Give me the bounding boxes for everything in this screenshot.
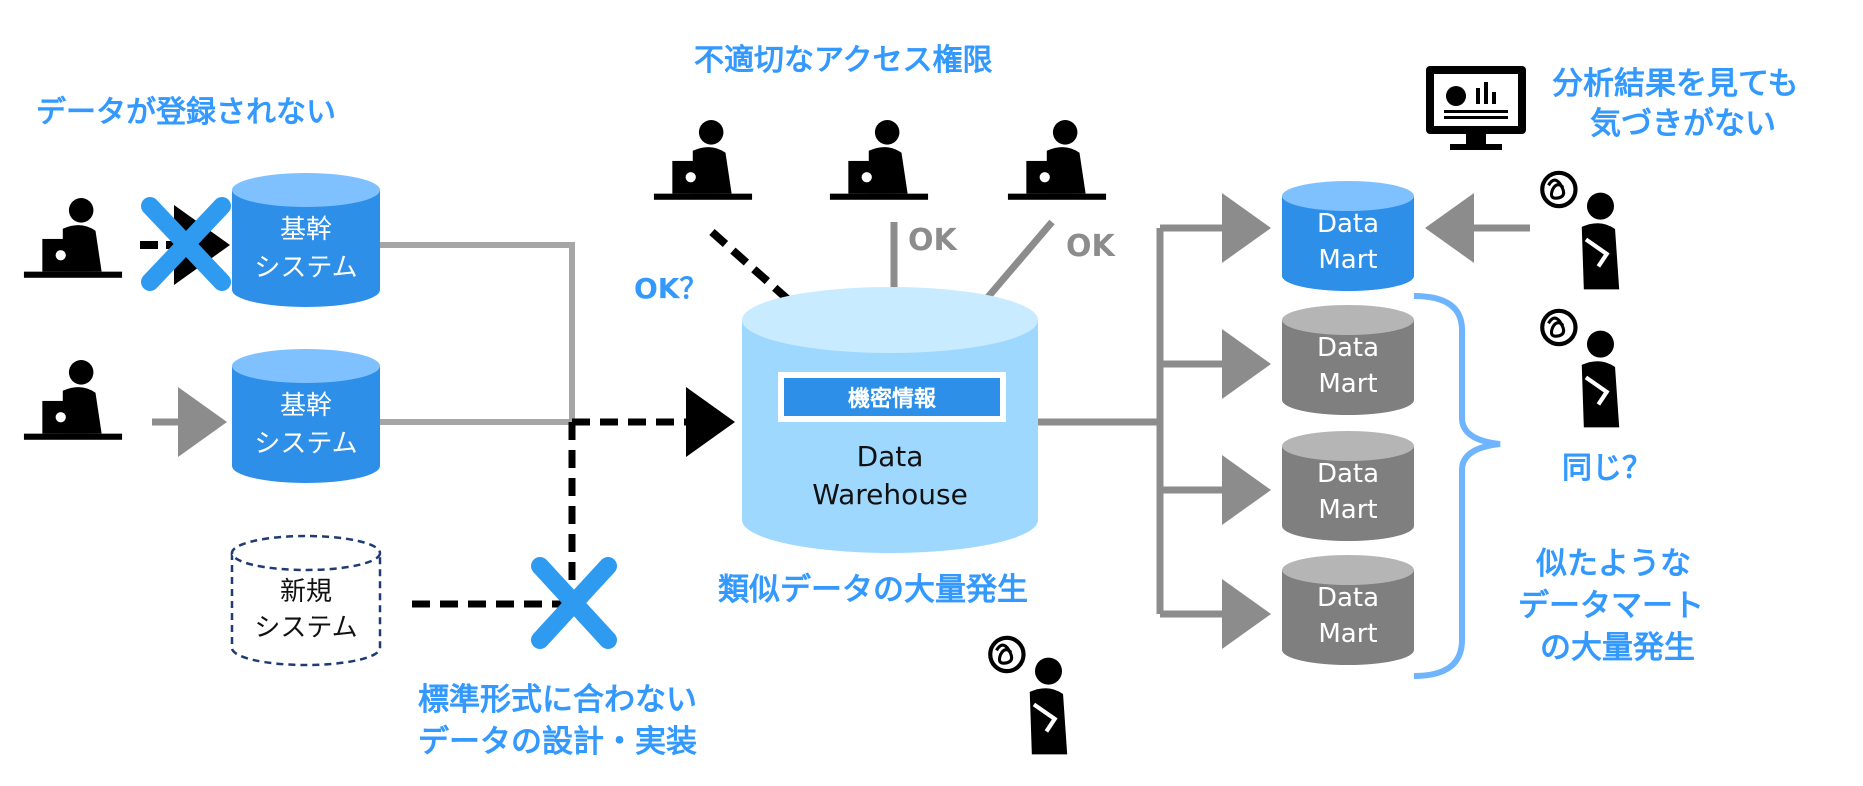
caption-similar-marts-3: の大量発生 bbox=[1540, 630, 1695, 666]
caption-bad-access: 不適切なアクセス権限 bbox=[694, 43, 993, 78]
mart-label: Mart bbox=[1318, 619, 1377, 649]
person-at-laptop-icon bbox=[653, 120, 753, 200]
caption-nonstandard-1: 標準形式に合わない bbox=[418, 682, 697, 718]
system-label: 基幹 bbox=[280, 391, 332, 421]
caption-same-question: 同じ？ bbox=[1562, 451, 1652, 486]
caption-no-insight-1: 分析結果を見ても bbox=[1552, 66, 1798, 102]
data-warehouse-cylinder: 機密情報 Data Warehouse bbox=[742, 287, 1038, 553]
person-at-laptop-icon bbox=[23, 360, 123, 440]
caption-similar-marts-1: 似たような bbox=[1535, 546, 1691, 582]
data-mart-cylinder: Data Mart bbox=[1282, 431, 1414, 541]
confused-person-icon bbox=[1542, 311, 1619, 427]
mart-label: Mart bbox=[1318, 495, 1377, 525]
caption-no-insight-2: 気づきがない bbox=[1590, 106, 1776, 142]
grouping-brace bbox=[1413, 293, 1501, 679]
system-label: 新規 bbox=[280, 577, 332, 607]
caption-similar-marts-2: データマート bbox=[1518, 588, 1704, 624]
caption-not-registered: データが登録されない bbox=[36, 95, 336, 130]
questionable-access-arrow bbox=[709, 229, 862, 366]
person-at-laptop-icon bbox=[829, 120, 929, 200]
connector-line bbox=[380, 242, 575, 422]
system-label: システム bbox=[254, 253, 357, 283]
caption-ok-question: OK？ bbox=[634, 272, 708, 305]
confidential-badge bbox=[784, 378, 1000, 416]
person-at-laptop-icon bbox=[23, 198, 123, 278]
data-mart-cylinder: Data Mart bbox=[1282, 181, 1414, 291]
core-system-cylinder: 基幹 システム bbox=[232, 349, 380, 483]
mart-label: Data bbox=[1317, 333, 1379, 363]
monitor-dashboard-icon bbox=[1426, 66, 1526, 150]
system-label: システム bbox=[254, 613, 357, 643]
mart-label: Mart bbox=[1318, 245, 1377, 275]
caption-nonstandard-2: データの設計・実装 bbox=[418, 724, 697, 760]
person-at-laptop-icon bbox=[1007, 120, 1107, 200]
caption-ok: OK bbox=[908, 223, 959, 258]
confidential-badge-label: 機密情報 bbox=[848, 386, 937, 412]
confused-person-icon bbox=[1542, 173, 1619, 289]
cross-icon bbox=[531, 557, 617, 649]
system-label: システム bbox=[254, 429, 357, 459]
mart-label: Data bbox=[1317, 209, 1379, 239]
mart-label: Mart bbox=[1318, 369, 1377, 399]
data-mart-cylinder: Data Mart bbox=[1282, 555, 1414, 665]
cross-icon bbox=[141, 197, 231, 291]
new-system-cylinder: 新規 システム bbox=[230, 534, 382, 667]
system-label: 基幹 bbox=[280, 215, 332, 245]
data-mart-cylinder: Data Mart bbox=[1282, 305, 1414, 415]
warehouse-label: Warehouse bbox=[812, 478, 968, 511]
mart-label: Data bbox=[1317, 459, 1379, 489]
caption-ok: OK bbox=[1066, 229, 1117, 264]
core-system-cylinder: 基幹 システム bbox=[232, 173, 380, 307]
caption-similar-data: 類似データの大量発生 bbox=[718, 572, 1028, 608]
confused-person-icon bbox=[990, 638, 1067, 754]
mart-label: Data bbox=[1317, 583, 1379, 613]
warehouse-label: Data bbox=[857, 440, 924, 473]
